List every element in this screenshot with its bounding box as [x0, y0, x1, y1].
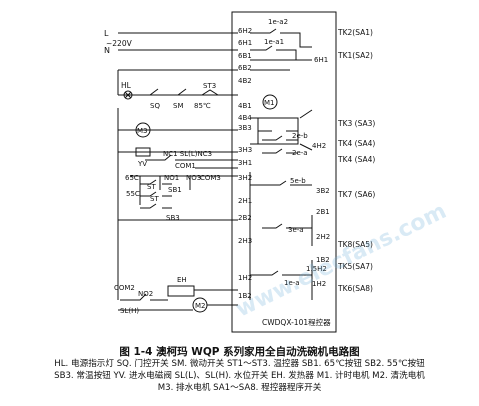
terminal-left-label: 6B2 — [238, 64, 252, 72]
terminal-left-label: 2B2 — [238, 214, 252, 222]
com1-label: COM1 — [175, 162, 196, 170]
contact-label: 1e-a — [284, 279, 300, 287]
terminal-left-label: 1B2 — [238, 292, 252, 300]
st-b-label: ST — [150, 195, 159, 203]
contact-label: 2e-a — [292, 149, 308, 157]
program-switch-label: TK3 (SA3) — [337, 119, 375, 128]
terminal-left-label: 2H1 — [238, 197, 252, 205]
st3-label: ST3 — [203, 82, 216, 90]
valve-yv-label: YV — [137, 160, 147, 168]
terminal-left-label: 4B1 — [238, 102, 252, 110]
contact-label: 1e-a1 — [264, 38, 284, 46]
program-switch-label: TK5(SA7) — [337, 262, 373, 271]
c65-label: 65C — [125, 174, 139, 182]
terminal-left-label: 6H2 — [238, 27, 252, 35]
terminal-left-label: 4B4 — [238, 114, 252, 122]
legend-line-1: HL. 电源指示灯 SQ. 门控开关 SM. 微动开关 ST1～ST3. 温控器… — [54, 359, 425, 369]
heater-label: EH — [177, 276, 187, 284]
com2-label: COM2 — [114, 284, 135, 292]
program-switch-label: TK1(SA2) — [337, 51, 373, 60]
legend-line-3: M3. 排水电机 SA1～SA8. 程控器程序开关 — [157, 383, 322, 393]
power-voltage-label: ~220V — [106, 39, 133, 48]
valve-yv — [135, 147, 151, 157]
motor-m1-label: M1 — [264, 99, 275, 107]
sb-55c-label: 55C — [126, 190, 140, 198]
st-a-label: ST — [147, 183, 156, 191]
program-switch-label: TK6(SA8) — [337, 284, 373, 293]
terminal-left-label: 3H1 — [238, 159, 252, 167]
motor-m3 — [135, 122, 151, 138]
contact-label: 5e-b — [290, 177, 306, 185]
slh-label: SL(H) — [120, 307, 139, 315]
sm-label: SM — [173, 102, 183, 110]
no3-label: NO3 — [186, 174, 201, 182]
terminal-left-label: 3H3 — [238, 146, 252, 154]
program-switch-label: TK2(SA1) — [337, 28, 373, 37]
program-switch-label: TK4 (SA4) — [337, 139, 375, 148]
temperature-label: 85℃ — [194, 102, 211, 110]
program-switch-label: TK8(SA5) — [337, 240, 373, 249]
sb3-label: SB3 — [166, 214, 180, 222]
terminal-right-label: 1.5H2 — [306, 265, 327, 273]
motor-m3-label: M3 — [137, 127, 148, 135]
figure-title: 图 1-4 澳柯玛 WQP 系列家用全自动洗碗机电路图 — [119, 346, 360, 358]
com3-label: COM3 — [200, 174, 221, 182]
terminal-right-label: 3B2 — [316, 187, 330, 195]
terminal-right-label: 1H2 — [312, 280, 326, 288]
power-phase-label: L — [104, 29, 109, 38]
terminal-right-label: 1B2 — [316, 256, 330, 264]
motor-m1 — [262, 94, 278, 110]
terminal-left-label: 6H1 — [238, 39, 252, 47]
lamp-hl — [123, 90, 133, 100]
lamp-label: HL — [121, 81, 132, 90]
controller-box — [231, 11, 337, 333]
terminal-left-label: 3B3 — [238, 124, 252, 132]
motor-m2-label: M2 — [195, 302, 206, 310]
terminal-right-label: 6H1 — [314, 56, 328, 64]
terminal-left-label: 6B1 — [238, 52, 252, 60]
heater-eh — [167, 285, 195, 297]
terminal-left-label: 3H2 — [238, 174, 252, 182]
contact-label: 2e-b — [292, 132, 308, 140]
contact-label: 3e-a — [288, 226, 304, 234]
terminal-left-label: 1H2 — [238, 274, 252, 282]
no2-label: NO2 — [138, 290, 153, 298]
sb1-label: SB1 — [168, 186, 182, 194]
terminal-right-label: 2B1 — [316, 208, 330, 216]
terminal-right-label: 2H2 — [316, 233, 330, 241]
sq-label: SQ — [150, 102, 160, 110]
power-neutral-label: N — [104, 46, 110, 55]
program-switch-label: TK7 (SA6) — [337, 190, 375, 199]
terminal-left-label: 2H3 — [238, 237, 252, 245]
contact-label: 1e-a2 — [268, 18, 288, 26]
diagram-labels: LN~220V CWDQX-101程控器 6H2 6H1 6B1 6B2 4B2 4B1 4B4… — [104, 18, 375, 327]
terminal-right-label: 4H2 — [312, 142, 326, 150]
legend-line-2: SB3. 常温按钮 YV. 进水电磁阀 SL(L)、SL(H). 水位开关 EH… — [54, 371, 425, 381]
no1-label: NO1 — [164, 174, 179, 182]
level-switch-label: NC1 SL(L)NC3 — [163, 150, 212, 158]
circuit-diagram: LN~220V CWDQX-101程控器 6H2 6H1 6B1 6B2 4B2 4B1 4B4… — [104, 11, 375, 333]
terminal-left-label: 4B2 — [238, 77, 252, 85]
controller-name: CWDQX-101程控器 — [262, 317, 331, 327]
program-switch-label: TK4 (SA4) — [337, 155, 375, 164]
